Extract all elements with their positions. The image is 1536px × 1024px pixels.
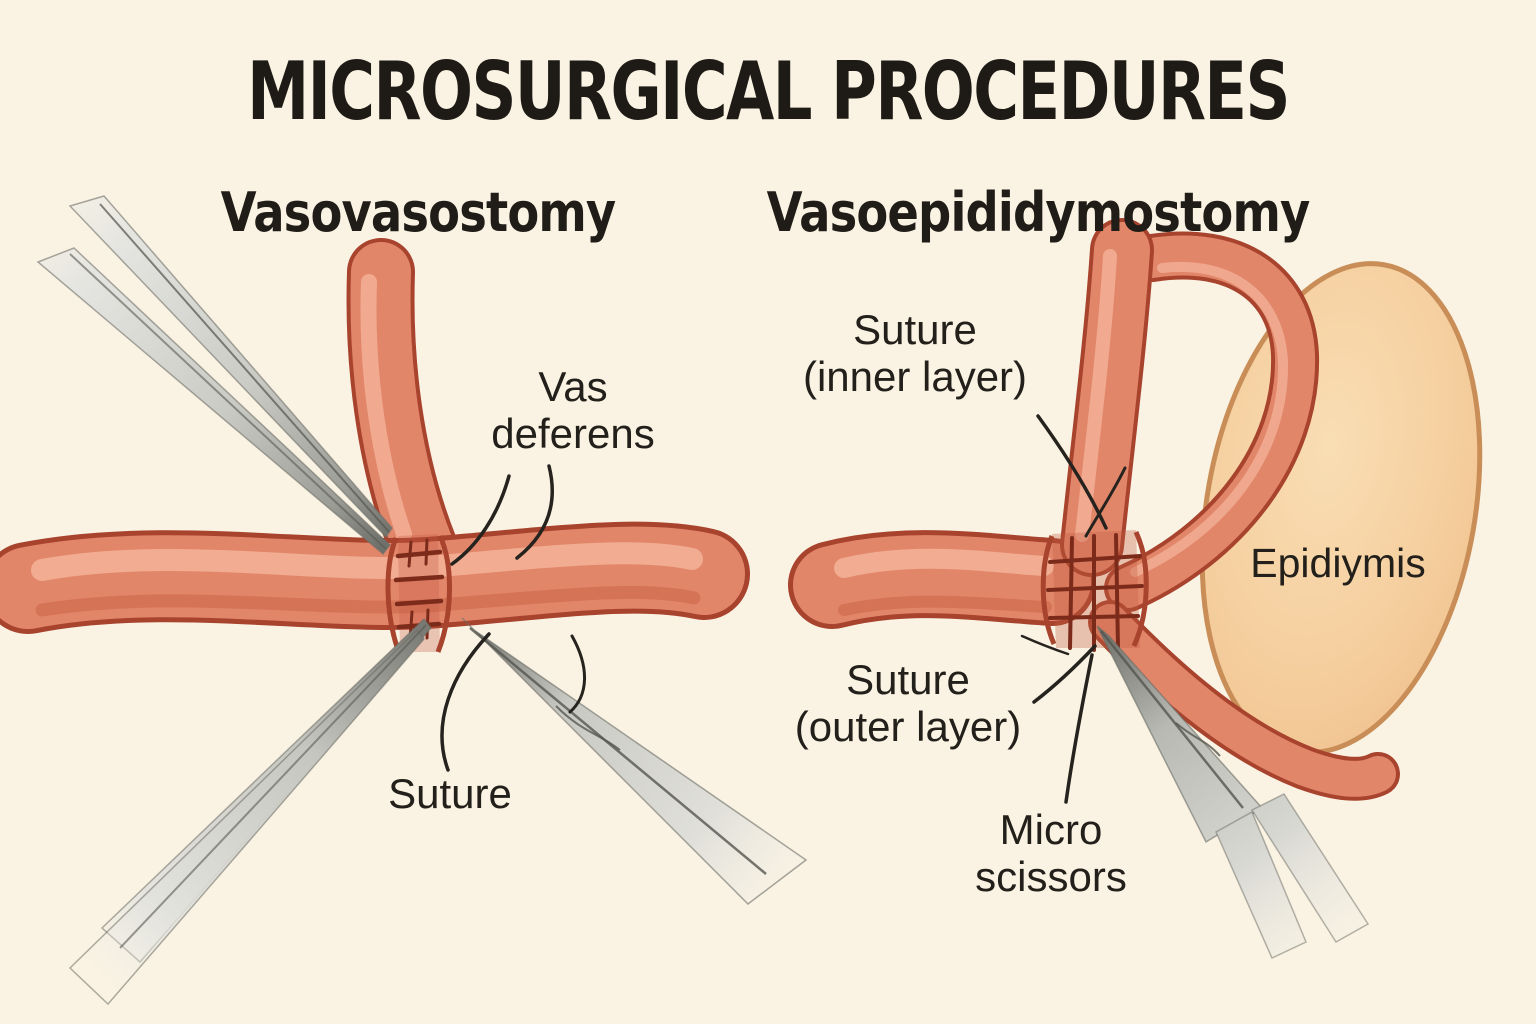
suture-thread [1084,466,1127,538]
epididymal-tubule-loop [1088,231,1400,801]
micro-scissors-label: Micro scissors [975,806,1127,901]
suture-inner-leader-line [1036,414,1108,530]
forceps-lower-left [68,617,432,1006]
vas-deferens-label: Vas deferens [491,363,655,458]
suture-inner-layer-label: Suture (inner layer) [802,306,1028,401]
suture-thread [568,634,586,714]
vas-deferens-vertical-segment [346,238,458,582]
suture-thread [1020,634,1070,656]
page-title: MICROSURGICAL PROCEDURES [247,45,1290,138]
anastomosis-sutures [385,534,452,653]
forceps-upper-left [36,195,393,556]
vas-deferens-horizontal-segment-right [788,530,1096,629]
anastomosis-suture-lattice [1040,530,1149,652]
suture-leader-line [440,632,491,772]
micro-scissors-leader-line [1064,653,1094,804]
suture-outer-layer-label: Suture (outer layer) [794,656,1022,751]
vas-deferens-leader-line [515,464,554,560]
right-panel-heading: Vasoepididymostomy [766,181,1311,244]
suture-outer-leader-line [1032,644,1097,704]
suture-label: Suture [388,770,512,817]
micro-scissors [1096,625,1370,960]
needle-holder [461,617,808,905]
suture-thread [450,474,511,566]
vasoepididymostomy-illustration [788,218,1483,960]
left-panel-heading: Vasovasostomy [220,181,617,244]
epididymis-label: Epidiymis [1250,540,1426,586]
vasovasostomy-illustration [0,195,808,1006]
vas-deferens-horizontal-segment [0,521,750,634]
